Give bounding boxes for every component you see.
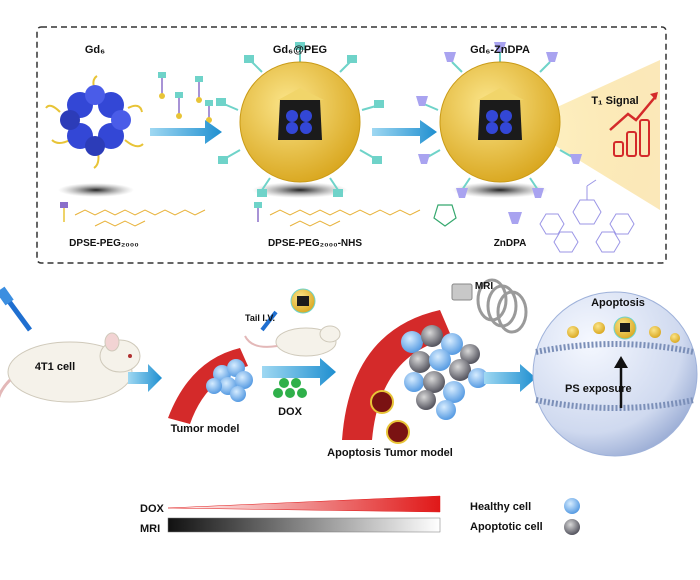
dpse-peg-icon — [60, 202, 68, 222]
zndpa-label: ZnDPA — [494, 238, 527, 249]
legend-dox-label: DOX — [140, 503, 165, 515]
gd6-shadow — [58, 183, 134, 197]
gd6-zndpa-nanoparticle — [416, 42, 582, 198]
tumor-model-illustration — [168, 348, 253, 424]
t1-signal-bar-icon — [609, 92, 658, 157]
legend-healthy-cell-label: Healthy cell — [470, 501, 531, 513]
dpse-peg-nhs-icon — [254, 202, 262, 222]
apoptotic-cell-swatch — [564, 519, 580, 535]
mouse-injection-illustration — [0, 286, 141, 403]
zndpa-structure — [539, 179, 635, 253]
step-arrow-1 — [150, 120, 222, 144]
mri-gradient-bar — [167, 517, 441, 533]
ps-exposure-label: PS exposure — [565, 383, 632, 395]
cell-line-label: 4T1 cell — [35, 361, 75, 373]
apoptosis-label: Apoptosis — [591, 297, 645, 309]
dpse-peg-nhs-structure — [269, 209, 421, 227]
dpse-peg-label: DPSE-PEG₂₀₀₀ — [69, 238, 139, 249]
apoptosis-zoom-sphere — [532, 291, 698, 457]
gd6-label: Gd₆ — [85, 44, 105, 56]
dpse-peg-nhs-label: DPSE-PEG₂₀₀₀-NHS — [268, 238, 362, 249]
gd6-cluster — [45, 75, 144, 197]
dox-molecules — [273, 378, 307, 398]
t1-signal-label: T₁ Signal — [591, 95, 638, 107]
mri-coil-icon — [451, 278, 528, 334]
apoptosis-tumor-model-label: Apoptosis Tumor model — [327, 447, 453, 459]
dox-gradient-wedge — [167, 495, 441, 513]
tumor-model-label: Tumor model — [171, 423, 240, 435]
healthy-cell-swatch — [564, 498, 580, 514]
mri-label: MRI — [475, 281, 494, 292]
apoptosis-tumor-illustration — [342, 310, 488, 444]
gd6-peg-nanoparticle — [216, 42, 384, 198]
synthesis-panel-frame — [36, 26, 667, 264]
legend-mri-label: MRI — [140, 523, 160, 535]
legend: DOX MRI Healthy cell Apoptotic cell — [140, 495, 580, 535]
step-arrow-2 — [372, 120, 437, 144]
gd6-zndpa-label: Gd₆-ZnDPA — [470, 44, 530, 56]
arrow-to-apoptosis-model — [262, 358, 336, 386]
tail-iv-label: Tail I.V. — [245, 313, 275, 323]
arrow-to-apoptosis-zoom — [484, 364, 536, 392]
arrow-to-tumor — [128, 364, 162, 392]
tail-iv-injection-illustration — [244, 288, 341, 357]
legend-apoptotic-cell-label: Apoptotic cell — [470, 521, 543, 533]
t1-signal-cone — [520, 60, 660, 210]
gd6-peg-label: Gd₆@PEG — [273, 44, 327, 56]
nhs-ring — [433, 204, 457, 227]
zndpa-icon — [508, 212, 522, 224]
dpse-peg-structure — [74, 209, 206, 227]
dox-label: DOX — [278, 406, 303, 418]
peg-lipid-molecules — [158, 72, 213, 123]
